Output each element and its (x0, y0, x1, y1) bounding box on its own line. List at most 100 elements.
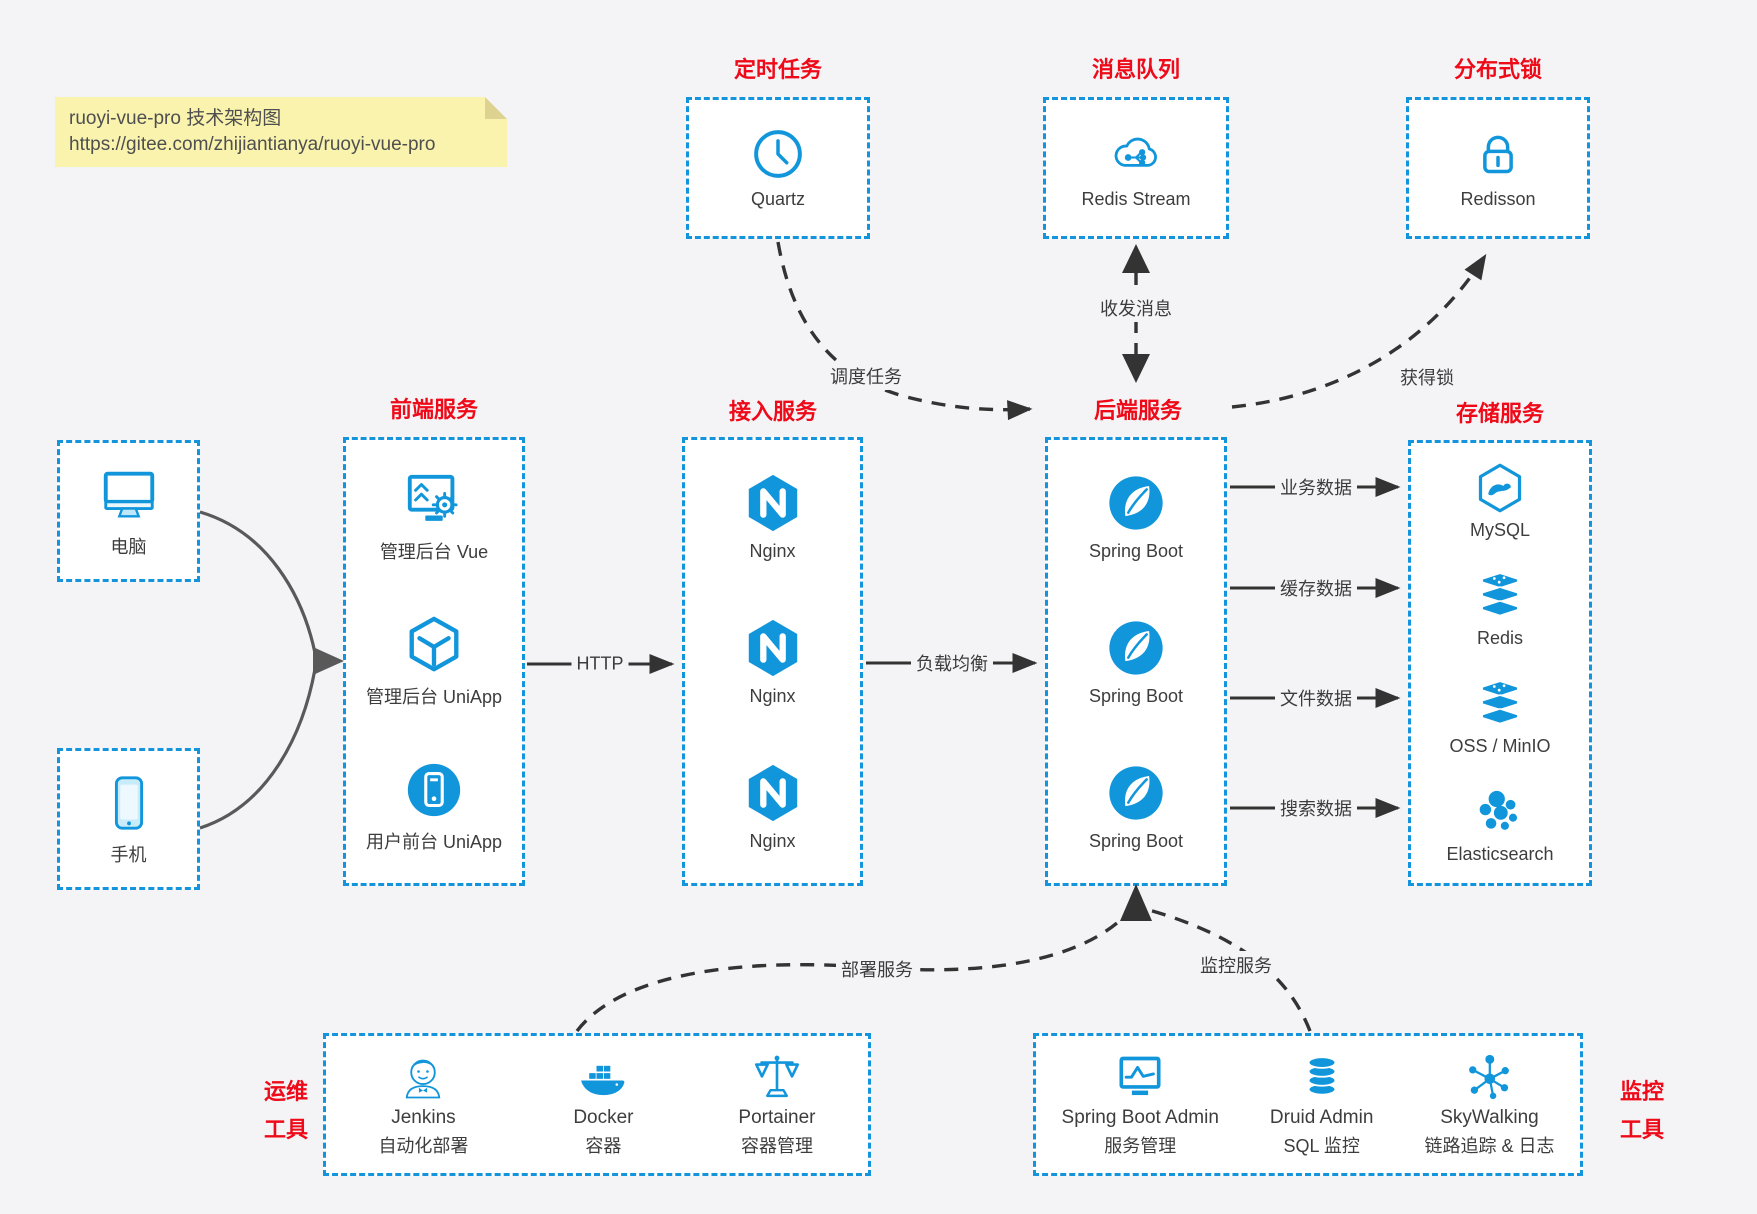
node-label: 管理后台 Vue (379, 542, 489, 562)
group-title-line: 工具 (263, 1117, 309, 1142)
portainer-icon (751, 1052, 803, 1104)
node-label: MySQL (1469, 519, 1530, 540)
lock-icon (1470, 126, 1526, 182)
tool-desc: 服务管理 (1104, 1135, 1177, 1156)
node-jenkins: Jenkins 自动化部署 (378, 1052, 468, 1158)
node-label: Elasticsearch (1446, 843, 1554, 864)
monitoring-box: Spring Boot Admin 服务管理 Druid Admin SQL 监… (1033, 1033, 1583, 1176)
edge-label-search-data: 搜索数据 (1275, 794, 1357, 822)
gateway-box: Nginx Nginx Nginx (682, 437, 863, 886)
storage-box: MySQL Redis OSS / MinIO Elasticsearch (1408, 440, 1592, 886)
group-title-monitoring: 监控 工具 (1620, 1073, 1664, 1149)
group-title-line: 工具 (1619, 1117, 1665, 1142)
note-fold-corner (485, 97, 507, 119)
tool-name: Druid Admin (1269, 1106, 1374, 1128)
edge-label-file-data: 文件数据 (1275, 684, 1357, 712)
node-skywalking: SkyWalking 链路追踪 & 日志 (1424, 1052, 1554, 1158)
node-mysql: MySQL (1470, 462, 1530, 541)
nginx-icon (742, 762, 804, 824)
node-label: Redisson (1460, 189, 1536, 209)
node-springboot-1: Spring Boot (1089, 472, 1183, 562)
client-merge-arrowhead (313, 647, 344, 675)
edge-label-monitor-service: 监控服务 (1195, 951, 1277, 979)
spring-boot-icon (1105, 762, 1167, 824)
tool-desc: 链路追踪 & 日志 (1424, 1135, 1555, 1156)
node-redisson: Redisson (1460, 126, 1536, 210)
solid-arrows (527, 477, 1401, 818)
jenkins-icon (397, 1052, 449, 1104)
tools-up-arrowhead (1120, 884, 1152, 921)
note: ruoyi-vue-pro 技术架构图 https://gitee.com/zh… (55, 97, 507, 167)
node-label: 用户前台 UniApp (365, 832, 503, 852)
edge-label-load-balance: 负载均衡 (911, 649, 993, 677)
edge-label-send-receive-msg: 收发消息 (1095, 294, 1177, 322)
lock-box: Redisson (1406, 97, 1590, 239)
tool-name: Portainer (738, 1106, 816, 1128)
node-quartz: Quartz (750, 126, 806, 210)
mq-up-arrowhead (1122, 244, 1150, 273)
edge-label-acquire-lock: 获得锁 (1395, 363, 1459, 391)
oss-icon (1474, 678, 1526, 730)
node-label: Redis (1476, 627, 1524, 648)
tool-desc: 自动化部署 (378, 1135, 469, 1156)
tool-desc: 容器 (585, 1135, 622, 1156)
group-title-scheduler: 定时任务 (733, 57, 823, 82)
group-title-frontend: 前端服务 (389, 397, 479, 422)
edge-label-http: HTTP (571, 652, 629, 676)
redis-icon (1474, 570, 1526, 622)
group-title-backend: 后端服务 (1093, 398, 1183, 423)
tool-name: SkyWalking (1440, 1106, 1539, 1128)
node-elasticsearch: Elasticsearch (1446, 786, 1554, 865)
frontend-box: 管理后台 Vue 管理后台 UniApp 用户前台 UniApp (343, 437, 525, 886)
node-druid-admin: Druid Admin SQL 监控 (1269, 1052, 1374, 1158)
node-label: Quartz (750, 189, 806, 209)
group-title-storage: 存储服务 (1455, 401, 1545, 426)
cloud-stream-icon (1108, 126, 1164, 182)
node-nginx-2: Nginx (742, 617, 804, 707)
admin-monitor-icon (1114, 1052, 1166, 1104)
user-app-icon (403, 759, 465, 821)
node-label: Redis Stream (1081, 189, 1191, 209)
note-title: ruoyi-vue-pro 技术架构图 (69, 108, 282, 129)
node-label: OSS / MinIO (1449, 735, 1551, 756)
node-mobile: 手机 (98, 772, 160, 867)
nginx-icon (742, 472, 804, 534)
spring-boot-icon (1105, 617, 1167, 679)
node-portainer: Portainer 容器管理 (738, 1052, 816, 1158)
tool-desc: SQL 监控 (1283, 1135, 1360, 1156)
tool-name: Spring Boot Admin (1061, 1106, 1219, 1128)
docker-icon (577, 1052, 629, 1104)
phone-icon (98, 772, 160, 834)
node-label: Spring Boot (1088, 540, 1184, 561)
mq-down-arrowhead (1122, 354, 1150, 383)
tool-name: Docker (573, 1106, 634, 1128)
node-user-uniapp: 用户前台 UniApp (366, 759, 502, 854)
desktop-icon (98, 464, 160, 526)
devops-box: Jenkins 自动化部署 Docker 容器 Portainer 容器管理 (323, 1033, 871, 1176)
node-nginx-1: Nginx (742, 472, 804, 562)
group-title-line: 运维 (263, 1079, 309, 1104)
uniapp-cube-icon (403, 614, 465, 676)
edge-label-business-data: 业务数据 (1275, 473, 1357, 501)
tool-desc: 容器管理 (740, 1135, 813, 1156)
node-pc: 电脑 (98, 464, 160, 559)
nginx-icon (742, 617, 804, 679)
node-label: Nginx (749, 685, 796, 706)
client-pc-box: 电脑 (57, 440, 200, 582)
edge-label-deploy-service: 部署服务 (836, 955, 918, 983)
node-docker: Docker 容器 (573, 1052, 634, 1158)
edge-label-schedule-task: 调度任务 (825, 362, 907, 390)
mq-box: Redis Stream (1043, 97, 1229, 239)
node-spring-boot-admin: Spring Boot Admin 服务管理 (1062, 1052, 1219, 1158)
druid-db-icon (1296, 1052, 1348, 1104)
node-springboot-2: Spring Boot (1089, 617, 1183, 707)
group-title-mq: 消息队列 (1091, 57, 1181, 82)
tool-name: Jenkins (391, 1106, 456, 1128)
client-to-frontend-curves (199, 510, 317, 830)
edge-label-cache-data: 缓存数据 (1275, 574, 1357, 602)
scheduler-box: Quartz (686, 97, 870, 239)
node-label: 电脑 (110, 536, 147, 557)
node-label: 手机 (110, 844, 147, 865)
node-admin-vue: 管理后台 Vue (380, 469, 488, 564)
node-redis: Redis (1474, 570, 1526, 649)
